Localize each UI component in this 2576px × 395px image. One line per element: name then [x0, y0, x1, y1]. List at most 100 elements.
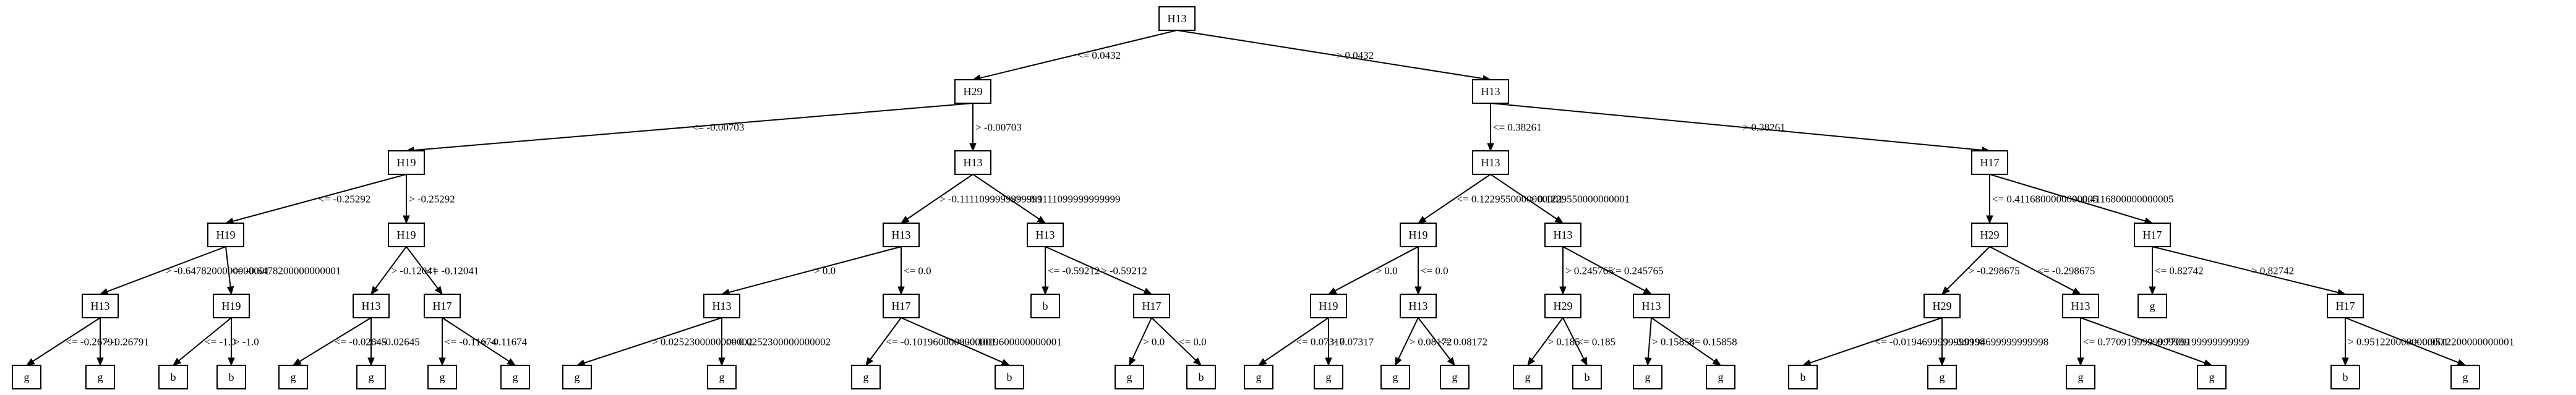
edge: > -0.26791 — [96, 318, 149, 367]
split-feature-label: H13 — [712, 300, 732, 312]
edge-line — [1176, 30, 1484, 80]
edge: <= 0.82742 — [2149, 247, 2204, 295]
node-box — [1186, 365, 1216, 389]
node-box — [424, 294, 461, 318]
edge-arrowhead — [1414, 286, 1422, 295]
node-box — [1158, 6, 1196, 31]
edge-line — [907, 174, 973, 220]
edge: > 0.185 — [1527, 317, 1580, 367]
node-box — [1633, 365, 1662, 389]
edge-line — [1398, 317, 1419, 359]
edge-line — [1651, 317, 1715, 362]
split-node: H13 — [1400, 294, 1437, 318]
edge-arrowhead — [1941, 286, 1950, 295]
edge-line — [442, 317, 510, 362]
edge-condition-label: > 0.185 — [1548, 336, 1580, 348]
split-node: H29 — [1971, 223, 2008, 247]
edge: > 0.0 — [1327, 246, 1419, 295]
split-node: H13 — [82, 294, 119, 318]
node-box — [954, 150, 991, 175]
edge: > 0.08172 — [1395, 317, 1452, 367]
node-box — [2450, 365, 2480, 389]
split-feature-label: H13 — [1036, 229, 1055, 241]
edge: > -0.12041 — [370, 246, 438, 295]
split-feature-label: H19 — [216, 229, 236, 241]
leaf-node: g — [278, 365, 308, 389]
node-box — [1472, 150, 1509, 175]
split-node: H13 — [1472, 150, 1509, 175]
node-box — [883, 223, 920, 247]
node-box — [1572, 365, 1602, 389]
edge: > -0.25292 — [403, 174, 455, 224]
split-node: H13 — [353, 294, 390, 318]
edge: > 0.82742 — [2152, 246, 2347, 296]
edge-arrowhead — [1447, 357, 1455, 367]
edge-condition-label: <= -0.00703 — [692, 122, 744, 134]
leaf-node: g — [851, 365, 881, 389]
leaf-node: g — [427, 365, 457, 389]
edge-arrowhead — [1257, 358, 1267, 366]
split-feature-label: H13 — [1642, 300, 1661, 312]
leaf-node: b — [2330, 365, 2360, 389]
leaf-class-label: g — [2078, 371, 2084, 383]
split-node: H17 — [1133, 294, 1170, 318]
split-feature-label: H19 — [222, 300, 241, 312]
edge-arrowhead — [226, 286, 234, 295]
edge-arrowhead — [1554, 216, 1564, 224]
split-feature-label: H17 — [1980, 156, 2000, 169]
node-box — [851, 365, 881, 389]
split-node: H13 — [1158, 6, 1196, 31]
edge-condition-label: > -0.1111099999999999 — [939, 193, 1042, 205]
edge-arrowhead — [1042, 286, 1049, 295]
edge: > 0.4116800000000005 — [1989, 174, 2173, 224]
edge-line — [32, 317, 101, 362]
edge-condition-label: > 0.0432 — [1337, 49, 1374, 61]
edge-arrowhead — [969, 143, 977, 152]
node-box — [388, 150, 425, 175]
leaf-node: g — [356, 365, 386, 389]
node-box — [2197, 365, 2227, 389]
edge: <= -0.12041 — [406, 246, 479, 295]
edge-line — [225, 246, 231, 287]
split-feature-label: H19 — [1319, 300, 1338, 312]
edge: <= -0.1019600000000001 — [865, 317, 996, 367]
edge-condition-label: > 0.0 — [1376, 265, 1398, 277]
edge-arrowhead — [439, 357, 446, 367]
split-feature-label: H13 — [362, 300, 381, 312]
edge-condition-label: <= -0.25292 — [319, 193, 370, 205]
node-box — [995, 365, 1024, 389]
leaf-class-label: b — [1043, 300, 1048, 312]
edge-condition-label: <= -1.0 — [205, 336, 236, 348]
split-feature-label: H19 — [1409, 229, 1428, 241]
edge-condition-label: <= 0.9512200000000001 — [2408, 336, 2514, 348]
edge-line — [1151, 317, 1197, 361]
edge-condition-label: > -0.0194699999999998 — [1945, 336, 2048, 348]
edge: <= 0.185 — [1562, 317, 1615, 367]
split-feature-label: H13 — [1481, 156, 1500, 169]
split-feature-label: H13 — [91, 300, 110, 312]
edge: <= -0.25292 — [225, 174, 407, 225]
leaf-class-label: g — [719, 371, 725, 383]
split-node: H17 — [883, 294, 920, 318]
edge: <= 0.4116800000000005 — [1986, 174, 2099, 224]
node-box — [1133, 294, 1170, 318]
split-feature-label: H29 — [1933, 300, 1952, 312]
edge-line — [901, 317, 1003, 363]
split-feature-label: H17 — [2143, 229, 2162, 241]
split-feature-label: H13 — [1409, 300, 1428, 312]
split-feature-label: H17 — [2336, 300, 2355, 312]
edge-condition-label: <= 0.38261 — [1493, 122, 1542, 134]
edge-arrowhead — [96, 357, 104, 367]
leaf-node: g — [12, 365, 41, 389]
node-box — [1633, 294, 1670, 318]
leaf-node: b — [158, 365, 188, 389]
leaf-node: b — [1030, 294, 1060, 318]
edge-arrowhead — [2342, 357, 2349, 367]
edge-arrowhead — [228, 357, 235, 367]
edge: <= 0.7709199999999999 — [2077, 318, 2189, 367]
edge-condition-label: > -0.12041 — [392, 265, 438, 277]
edge-arrowhead — [403, 215, 410, 224]
edge-line — [406, 246, 439, 289]
edge: > 0.0252300000000002 — [576, 317, 753, 367]
edge-arrowhead — [2077, 357, 2084, 367]
